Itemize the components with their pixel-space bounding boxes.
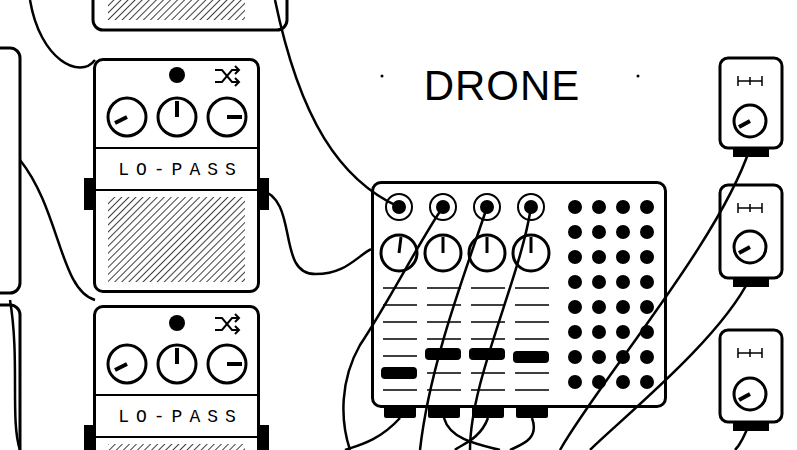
module-label: LO-PASS — [111, 161, 243, 179]
lo-pass-module: LO-PASS — [93, 58, 260, 293]
patch-cable — [260, 190, 371, 275]
module-label: LO-PASS — [111, 408, 243, 426]
drone-module: DRONE — [371, 181, 667, 408]
module-title: DRONE — [420, 65, 585, 107]
lo-pass-module: LO-PASS — [93, 305, 260, 450]
